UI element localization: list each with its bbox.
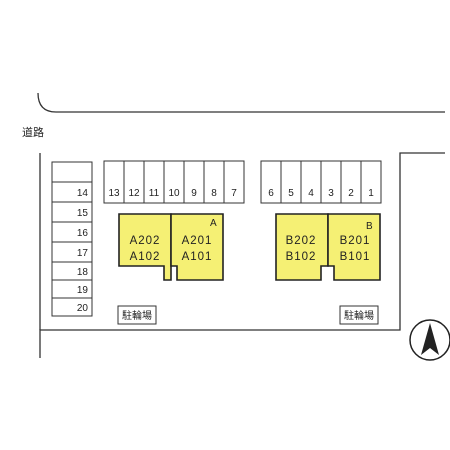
parking-number: 13: [108, 188, 120, 199]
parking-number: 7: [231, 188, 237, 199]
parking-number: 20: [77, 303, 89, 314]
parking-number: 12: [128, 188, 140, 199]
site-boundary: [39, 152, 445, 358]
unit-label: A201: [182, 235, 213, 247]
building-b: B B202 B102 B201 B101: [275, 213, 381, 281]
unit-label: B202: [286, 235, 317, 247]
bike-parking-label: 駐輪場: [344, 309, 374, 322]
bike-parking-left: 駐輪場: [117, 305, 157, 325]
parking-slot: 19: [51, 279, 93, 299]
bike-parking-right: 駐輪場: [339, 305, 379, 325]
parking-slot: 10: [163, 160, 185, 204]
parking-number: 1: [368, 188, 374, 199]
parking-number: 17: [77, 248, 89, 259]
parking-number: 4: [308, 188, 314, 199]
parking-number: 11: [149, 188, 160, 199]
north-arrow-icon: [409, 319, 450, 361]
parking-row-top-left: 13 12 11 10 9 8 7: [103, 160, 245, 204]
parking-column-left: 14 15 16 17 18 19 20: [51, 161, 93, 317]
parking-slot: 18: [51, 261, 93, 281]
parking-slot: 6: [260, 160, 282, 204]
parking-slot: 12: [123, 160, 145, 204]
unit-label: A202: [130, 235, 161, 247]
parking-slot: 4: [300, 160, 322, 204]
parking-number: 10: [168, 188, 180, 199]
building-a-right-unit: [170, 213, 224, 281]
parking-slot: 3: [320, 160, 342, 204]
parking-row-top-right: 6 5 4 3 2 1: [260, 160, 382, 204]
parking-slot: 9: [183, 160, 205, 204]
building-b-left-unit: [275, 213, 329, 281]
parking-slot: 8: [203, 160, 225, 204]
parking-slot: 2: [340, 160, 362, 204]
building-b-right-unit: [327, 213, 381, 281]
parking-slot: 5: [280, 160, 302, 204]
parking-number: 19: [77, 285, 89, 296]
unit-label: B201: [340, 235, 371, 247]
parking-slot: 13: [103, 160, 125, 204]
parking-number: 16: [77, 228, 89, 239]
unit-label: B101: [340, 251, 371, 263]
unit-label: A102: [130, 251, 161, 263]
parking-slot: 1: [360, 160, 382, 204]
parking-number: 8: [211, 188, 217, 199]
parking-slot: 17: [51, 241, 93, 263]
parking-slot: 14: [51, 181, 93, 203]
parking-slot-unnumbered: [51, 161, 93, 183]
parking-number: 18: [77, 267, 89, 278]
road-label: 道路: [22, 125, 44, 139]
parking-slot: 20: [51, 297, 93, 317]
parking-number: 5: [288, 188, 294, 199]
parking-number: 6: [268, 188, 274, 199]
building-b-letter: B: [366, 221, 373, 232]
building-a-letter: A: [210, 218, 217, 229]
unit-label: B102: [286, 251, 317, 263]
parking-number: 3: [328, 188, 334, 199]
bike-parking-label: 駐輪場: [122, 309, 152, 322]
parking-number: 14: [77, 188, 89, 199]
parking-slot: 11: [143, 160, 165, 204]
parking-number: 9: [191, 188, 197, 199]
road-edge-line: [37, 92, 445, 113]
building-a-left-unit: [118, 213, 172, 281]
parking-number: 15: [77, 208, 89, 219]
unit-label: A101: [182, 251, 213, 263]
parking-slot: 7: [223, 160, 245, 204]
parking-slot: 15: [51, 201, 93, 223]
building-a: A A202 A102 A201 A101: [118, 213, 224, 281]
parking-slot: 16: [51, 221, 93, 243]
parking-number: 2: [348, 188, 354, 199]
